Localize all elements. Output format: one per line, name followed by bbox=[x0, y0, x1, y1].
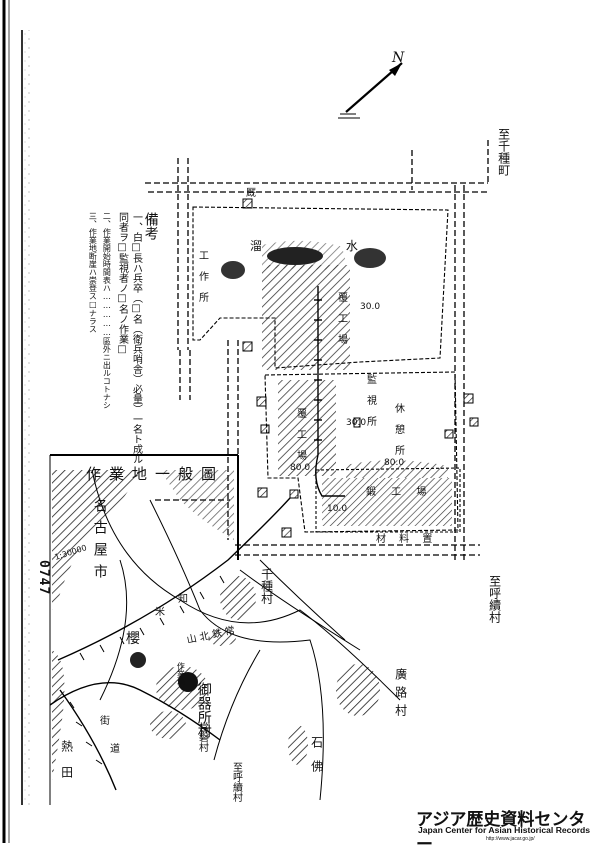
shed-north-label: 覆 工 場 bbox=[294, 408, 306, 460]
inset-roads bbox=[91, 469, 401, 801]
small-building-label: 監 視 所 bbox=[364, 374, 376, 426]
notes-line-4: 三、作業地断崖ハ崇登ス□ナラス bbox=[88, 212, 98, 333]
dimension-1: 30.0 bbox=[360, 302, 381, 312]
inset-gokiso: 御器所村 bbox=[195, 682, 212, 738]
inset-hiroji: 廣路村 bbox=[393, 668, 408, 722]
inset-railways bbox=[49, 497, 291, 791]
inset-chikusa: 千種村 bbox=[259, 568, 274, 604]
north-label: N bbox=[392, 50, 405, 66]
binding-margin bbox=[2, 0, 32, 843]
inset-nagoya: 名古屋市 bbox=[91, 498, 108, 586]
rest-area-label: 休 憩 所 bbox=[392, 403, 404, 455]
archive-stamp: 0747 bbox=[36, 560, 51, 596]
destination-bottom-right: 至呼續村 bbox=[487, 575, 502, 623]
dimension-5: 10.0 bbox=[327, 504, 348, 514]
dimension-2: 30.0 bbox=[346, 418, 367, 428]
sentry-boxes bbox=[242, 198, 479, 538]
bottom-area-label: 材 料 置 bbox=[376, 534, 438, 545]
dimension-4: 80.0 bbox=[290, 463, 311, 473]
inset-tokiwa: 常磐村 bbox=[196, 722, 208, 752]
work-areas bbox=[262, 240, 452, 526]
footer-org-en: Japan Center for Asian Historical Record… bbox=[418, 825, 591, 835]
inset-yobitsugi: 至呼續村 bbox=[230, 762, 242, 802]
inset-sakura: 櫻 bbox=[126, 631, 140, 647]
inset-road-a: 知 bbox=[178, 594, 188, 605]
notes-heading: 備考 bbox=[142, 212, 159, 240]
inset-road-b: 米 bbox=[155, 607, 165, 618]
inset-frame bbox=[49, 454, 239, 805]
destination-top-right: 至千種町 bbox=[496, 128, 511, 176]
pump-label: 工 作 所 bbox=[196, 250, 208, 302]
building-label: 厩 bbox=[246, 188, 256, 199]
notes-line-3: 二、作業開始時間表ハ……………區外ニ出ルコトナシ bbox=[102, 212, 112, 409]
inset-road-c: 道 bbox=[110, 744, 120, 755]
notes-line-1: 一、白□長ハ兵卒（□名（衛兵哨舎）必量）一名ト成ル bbox=[130, 212, 142, 464]
notes-line-2: 同者ヲ□監視者ノ□名ノ作業□ bbox=[116, 212, 128, 355]
inset-ishibutsu: 石佛 bbox=[309, 736, 324, 784]
pool-label: 溜 水 bbox=[250, 239, 398, 253]
pond bbox=[221, 247, 386, 279]
north-arrow-icon bbox=[338, 62, 403, 119]
inset-areas bbox=[52, 470, 380, 780]
bottom-shed-label: 鍛 工 場 bbox=[366, 487, 433, 498]
rail-track bbox=[314, 286, 345, 497]
inset-atsuta: 熱田 bbox=[59, 740, 74, 792]
yard-label: 覆 工 場 bbox=[335, 292, 347, 344]
inset-title: 作業地一般圖 bbox=[86, 465, 225, 483]
inset-road-d: 街 bbox=[100, 716, 110, 727]
dimension-3: 80.0 bbox=[384, 458, 405, 468]
inset-site: 作業地 bbox=[176, 662, 186, 686]
footer-url[interactable]: http://www.jacar.go.jp/ bbox=[486, 836, 535, 842]
